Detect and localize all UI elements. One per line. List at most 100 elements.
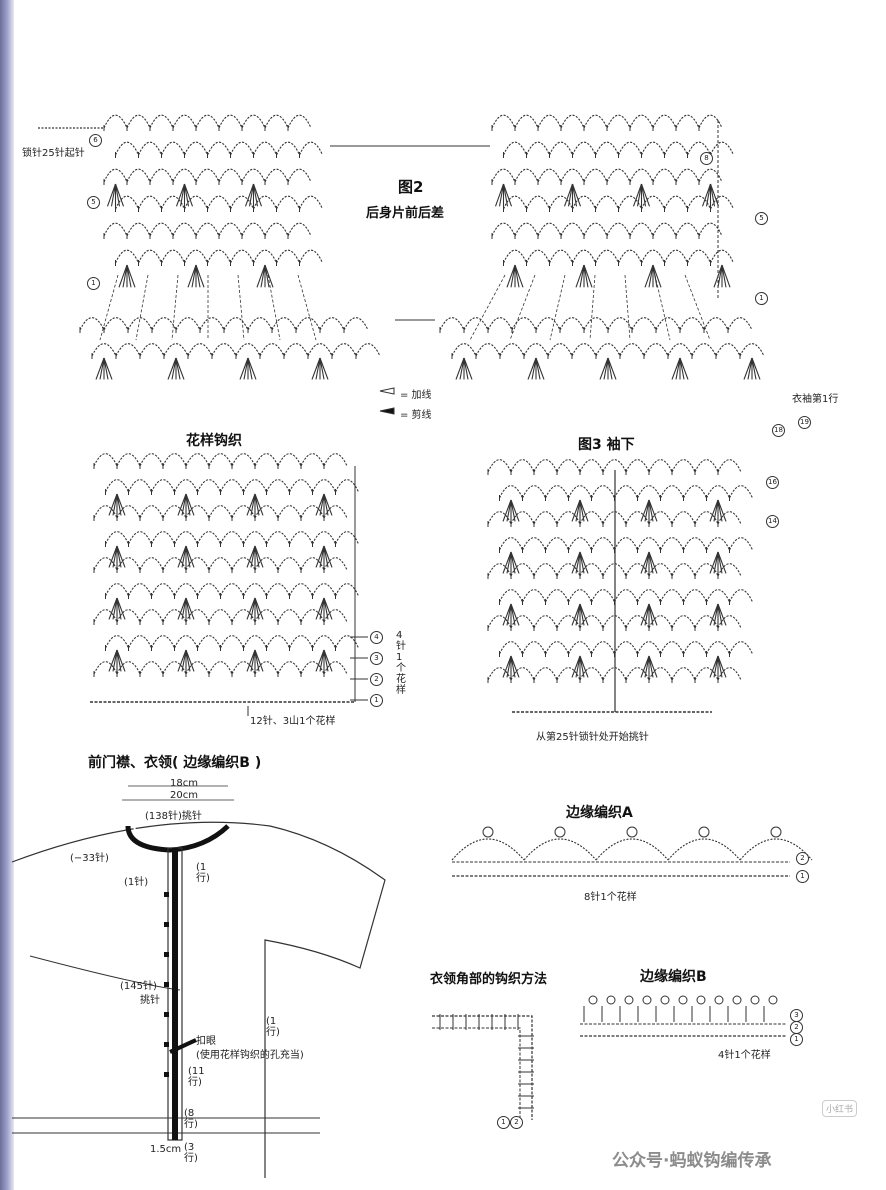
buttonhole-label: 扣眼	[196, 1036, 216, 1047]
fig2-left-fan	[187, 264, 197, 288]
fig3-arch	[499, 537, 523, 551]
fig2-left-arch	[241, 222, 266, 237]
fig2-lower-right-arch	[667, 343, 693, 357]
fig2-lower-left-fan	[103, 357, 109, 380]
pattern-fan	[323, 545, 329, 568]
fig3-arch	[729, 537, 753, 551]
pattern-arch	[174, 583, 198, 597]
sleeve-row1-label: 衣袖第1行	[792, 394, 839, 405]
fig3-arch	[729, 589, 753, 603]
corner-edge	[432, 1015, 533, 1120]
fig3-fan	[709, 603, 719, 626]
pattern-fan	[185, 493, 195, 516]
row-8-label: (8行)	[184, 1108, 198, 1130]
fig2-left-arch	[183, 195, 209, 210]
neck-count: (138针)挑针	[145, 811, 202, 822]
fig2-right-arch	[502, 195, 528, 210]
fig3-arch	[706, 641, 730, 655]
fig2-lower-left-arch	[163, 343, 189, 357]
edge-b-repeat: 4针1个花样	[718, 1050, 771, 1061]
fig3-arch	[591, 589, 615, 603]
connector	[237, 274, 245, 341]
edge-a-title: 边缘编织A	[566, 805, 633, 821]
fig3-fan	[510, 551, 520, 574]
fig2-right-arch	[698, 168, 723, 183]
pattern-arch	[254, 505, 279, 519]
dim-18cm: 18cm	[170, 778, 198, 789]
pattern-arch	[220, 583, 244, 597]
fig3-fan	[648, 655, 658, 678]
fig2-right-fan	[579, 264, 585, 288]
pattern-arch	[277, 609, 302, 623]
fig2-left-fan	[183, 183, 190, 207]
fig2-left-fan	[195, 264, 205, 288]
fig2-subtitle: 后身片前后差	[366, 206, 445, 221]
fig3-arch	[625, 615, 650, 629]
pattern-arch	[208, 661, 233, 675]
fig2-lower-left-arch	[103, 317, 129, 331]
fig2-right-arch	[514, 222, 539, 237]
fig2-lower-right-arch	[631, 317, 657, 331]
pattern-arch	[197, 479, 221, 493]
fig2-lower-right-arch	[439, 317, 465, 331]
pattern-arch	[289, 583, 313, 597]
pattern-fan	[108, 493, 118, 516]
fig3-arch	[648, 459, 673, 473]
fig3-arch	[625, 459, 650, 473]
pattern-fan	[177, 649, 187, 672]
fig2-left-arch	[160, 195, 186, 210]
fig2-lower-left-arch	[175, 317, 201, 331]
pattern-arch	[289, 635, 313, 649]
pattern-fan	[254, 493, 260, 516]
pattern-fan	[319, 649, 325, 672]
fig3-arch	[625, 563, 650, 577]
pattern-fan	[319, 493, 325, 516]
pattern-arch	[139, 505, 164, 519]
pattern-fan	[185, 545, 195, 568]
pattern-fan	[116, 545, 122, 568]
pattern-fan	[116, 649, 122, 672]
pattern-fan	[185, 649, 195, 672]
fig3-arch	[637, 537, 661, 551]
fig3-arch	[579, 511, 604, 525]
fig2-right-arch	[537, 222, 562, 237]
edge-a-picot	[626, 826, 638, 838]
fig2-right-arch	[537, 114, 562, 129]
pattern-arch	[128, 583, 152, 597]
fig2-right-arch	[675, 114, 700, 129]
fig2-lower-left-arch	[223, 317, 249, 331]
fig2-left-arch	[218, 168, 243, 183]
pattern-arch	[335, 479, 359, 493]
fig2-right-arch	[548, 141, 574, 156]
fig2-lower-left-fan	[319, 357, 329, 380]
fig2-left-arch	[287, 114, 312, 129]
fig2-left-arch	[206, 249, 232, 264]
pattern-fan	[177, 493, 187, 516]
fig3-fan	[506, 655, 512, 678]
row-label: 16	[766, 476, 779, 489]
fig3-arch	[522, 485, 546, 499]
fig3-arch	[660, 537, 684, 551]
fig3-fan	[717, 655, 727, 678]
fig2-lower-right-fan	[751, 357, 757, 380]
fig2-lower-left-arch	[235, 343, 261, 357]
fig3-arch	[487, 563, 512, 577]
fig2-lower-right-fan	[743, 357, 753, 380]
fig3-arch	[510, 511, 535, 525]
fig3-fan	[648, 499, 658, 522]
garment-curve	[29, 955, 181, 991]
fig3-arch	[568, 641, 592, 655]
fig2-lower-right-arch	[583, 317, 609, 331]
fig2-right-arch	[686, 195, 712, 210]
book-spine	[0, 0, 14, 1190]
collar-band	[125, 824, 230, 853]
fig3-arch	[671, 563, 696, 577]
pattern-fan	[185, 597, 195, 620]
pattern-fan	[323, 493, 333, 516]
fig3-fan	[571, 603, 581, 626]
connector	[684, 274, 711, 341]
pattern-arch	[312, 531, 336, 545]
pattern-arch	[335, 531, 359, 545]
fig2-left-fan	[114, 183, 121, 207]
pattern-fan	[116, 493, 122, 516]
